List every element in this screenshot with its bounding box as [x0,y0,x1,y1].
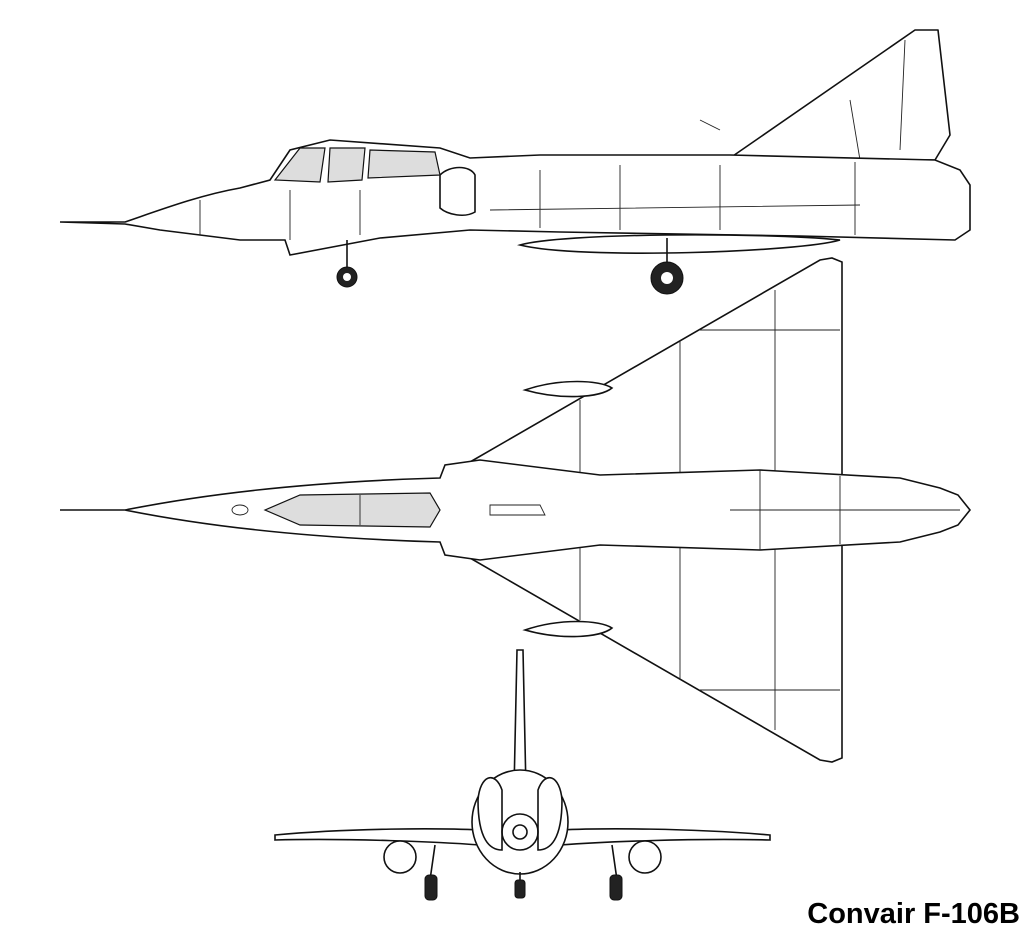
vertical-tail [729,29,951,161]
top-view [60,257,972,763]
front-view [274,649,771,901]
aircraft-caption: Convair F-106B [807,898,1020,930]
front-tank-right [628,840,662,874]
front-wheel-right [609,874,623,901]
front-fin [513,649,527,791]
top-fuselage [60,459,972,561]
front-tank-left [383,840,417,874]
canopy-window [273,147,326,183]
side-fuselage [59,139,971,256]
side-intake [439,166,476,217]
top-drop-tank-upper [522,380,614,398]
top-canopy [263,492,441,528]
front-wheel-left [424,874,438,901]
top-drop-tank-lower [522,620,614,638]
side-drop-tank [516,234,841,254]
side-view [59,29,971,295]
front-nose-wheel [514,879,526,899]
